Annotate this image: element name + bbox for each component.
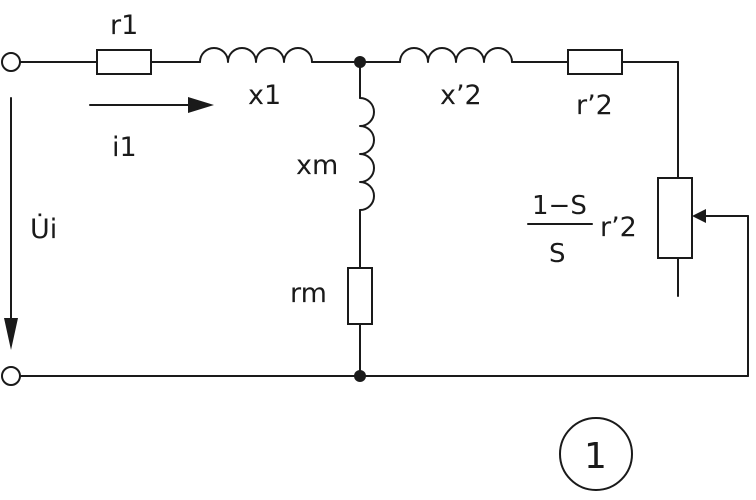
label-ui: U̇i	[30, 213, 57, 245]
junction-bottom	[354, 370, 366, 382]
terminal-top	[1, 52, 21, 72]
terminal-bottom	[1, 366, 21, 386]
junction-top	[354, 56, 366, 68]
figure-number-circle	[559, 417, 633, 491]
inductor-x1	[199, 47, 313, 63]
current-arrow-icon	[188, 97, 214, 113]
label-x2: x’2	[440, 80, 482, 111]
label-fraction-numerator: 1−S	[532, 191, 587, 221]
label-r1: r1	[110, 10, 138, 41]
resistor-rm	[347, 267, 373, 325]
resistor-r2-series	[567, 49, 623, 75]
label-i1: i1	[112, 132, 137, 163]
label-r2-series: r’2	[576, 90, 613, 121]
resistor-r1	[96, 49, 152, 75]
resistor-r2-load	[657, 177, 693, 259]
figure-number: 1	[584, 436, 607, 477]
label-xm: xm	[296, 150, 338, 181]
label-x1: x1	[248, 80, 281, 111]
label-fraction-denominator: S	[549, 239, 566, 269]
voltage-arrow-icon	[4, 318, 18, 350]
label-r2-load: r’2	[600, 212, 637, 243]
wiper-arrow-icon	[692, 209, 706, 223]
inductor-x2	[399, 47, 513, 63]
label-rm: rm	[290, 278, 327, 309]
inductor-xm	[359, 97, 375, 211]
